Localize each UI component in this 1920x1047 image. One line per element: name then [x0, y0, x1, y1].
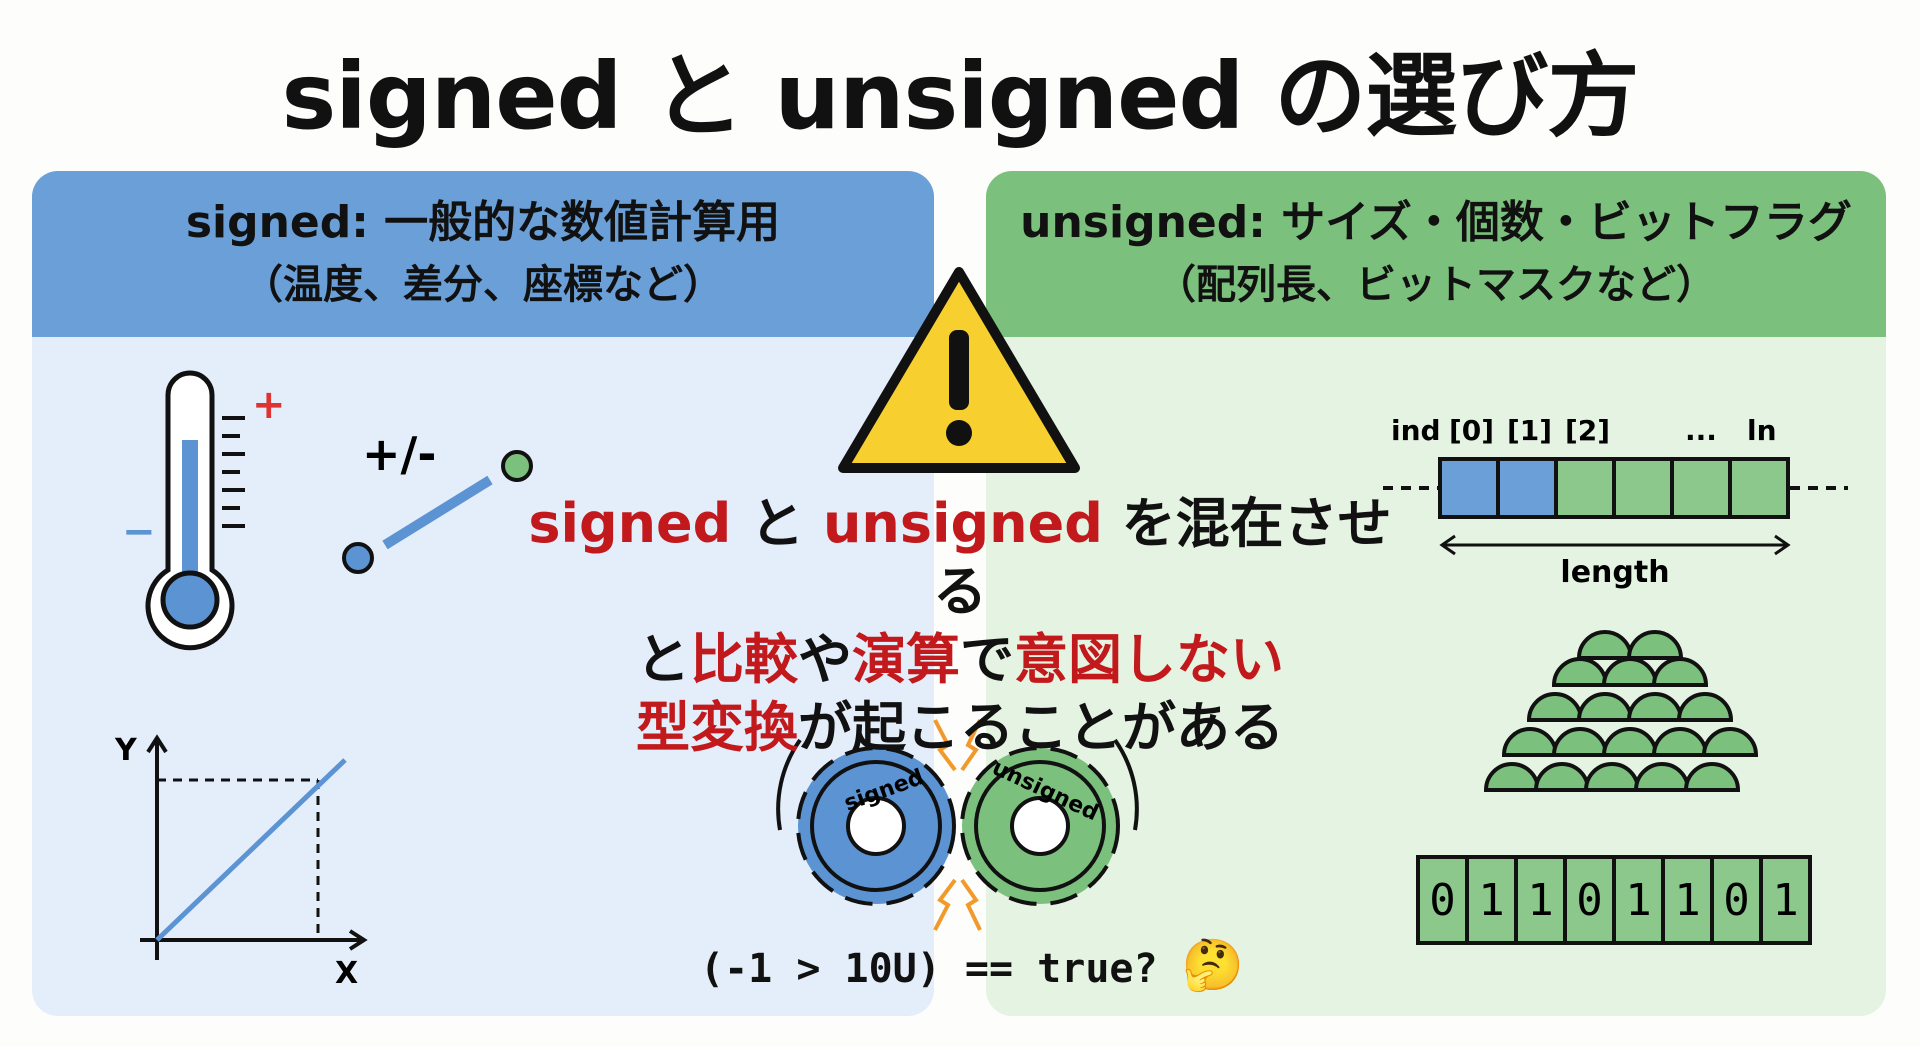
warning-icon — [838, 267, 1080, 473]
coin — [1526, 692, 1584, 722]
message-segment: や — [798, 628, 852, 691]
bit-cell — [1465, 855, 1518, 945]
plusminus-label: +/- — [362, 427, 436, 481]
message-segment: と — [731, 492, 823, 555]
coin — [1601, 657, 1659, 687]
coin — [1601, 727, 1659, 757]
signed-header: signed: 一般的な数値計算用 （温度、差分、座標など） — [32, 171, 934, 337]
message-segment: と — [636, 628, 690, 691]
signed-subheading: （温度、差分、座標など） — [243, 262, 723, 308]
coin — [1551, 657, 1609, 687]
axis-x-label: X — [335, 956, 358, 991]
comparison-formula: (-1 > 10U) == true? 🤔 — [700, 936, 1244, 995]
bit-value: 1 — [1527, 875, 1554, 926]
thermometer-icon — [145, 370, 245, 651]
coin — [1676, 692, 1734, 722]
warning-message: signed と unsigned を混在させる と比較や演算で意図しない 型変… — [520, 490, 1400, 762]
message-segment: 意図しない — [1014, 628, 1284, 691]
bit-value: 0 — [1723, 875, 1750, 926]
warning-line-2: と比較や演算で意図しない — [520, 626, 1400, 694]
svg-text:[0]: [0] — [1449, 414, 1494, 447]
warning-line-3: 型変換が起こることがある — [520, 694, 1400, 762]
coin — [1633, 762, 1691, 792]
svg-text:ind: ind — [1391, 414, 1441, 447]
thermo-plus: + — [252, 382, 286, 428]
bit-value: 1 — [1674, 875, 1701, 926]
bit-cell — [1416, 855, 1469, 945]
unsigned-subheading: （配列長、ビットマスクなど） — [1156, 262, 1716, 308]
message-segment: が起こることがある — [798, 696, 1284, 759]
bit-value: 1 — [1625, 875, 1652, 926]
svg-text:ln: ln — [1747, 414, 1777, 447]
spark-icon — [933, 719, 982, 931]
bit-value: 1 — [1772, 875, 1799, 926]
message-segment: 型変換 — [636, 696, 798, 759]
xy-graph-icon — [140, 734, 368, 960]
array-diagram — [1383, 457, 1848, 556]
coin — [1576, 630, 1634, 660]
coin — [1651, 657, 1709, 687]
message-segment: を混在させる — [933, 492, 1392, 623]
coin — [1576, 692, 1634, 722]
signed-gear-icon — [796, 746, 956, 906]
coin — [1683, 762, 1741, 792]
coin — [1501, 727, 1559, 757]
axis-y-label: Y — [114, 733, 138, 768]
warning-line-1: signed と unsigned を混在させる — [520, 490, 1400, 626]
bit-value: 0 — [1429, 875, 1456, 926]
svg-text:...: ... — [1685, 414, 1717, 447]
difference-arrow-icon — [342, 450, 533, 574]
thinking-emoji-icon: 🤔 — [1181, 936, 1244, 994]
coin — [1626, 692, 1684, 722]
coin — [1551, 727, 1609, 757]
unsigned-heading: unsigned: サイズ・個数・ビットフラグ — [1020, 197, 1852, 248]
coin — [1483, 762, 1541, 792]
signed-heading: signed: 一般的な数値計算用 — [185, 197, 781, 248]
message-segment: 演算 — [852, 628, 960, 691]
message-segment: 比較 — [690, 628, 798, 691]
page-title: signed と unsigned の選び方 — [281, 43, 1640, 150]
coin — [1583, 762, 1641, 792]
coin — [1533, 762, 1591, 792]
unsigned-header: unsigned: サイズ・個数・ビットフラグ （配列長、ビットマスクなど） — [986, 171, 1886, 337]
message-segment: signed — [528, 492, 732, 555]
thermo-minus: − — [122, 509, 156, 555]
length-label: length — [1560, 555, 1669, 590]
motion-lines-icon — [776, 738, 1139, 831]
svg-text:[2]: [2] — [1565, 414, 1610, 447]
bit-cell — [1514, 855, 1567, 945]
coin — [1651, 727, 1709, 757]
bit-cell — [1759, 855, 1812, 945]
coin — [1626, 630, 1684, 660]
array-labels: ind [0] [1] [2] ... ln — [1391, 414, 1777, 447]
unsigned-gear-icon — [960, 746, 1120, 906]
formula-text: (-1 > 10U) == true? — [700, 946, 1158, 992]
bit-value: 0 — [1576, 875, 1603, 926]
bit-value: 1 — [1478, 875, 1505, 926]
coin — [1701, 727, 1759, 757]
message-segment: unsigned — [822, 492, 1103, 555]
message-segment: で — [960, 628, 1014, 691]
svg-text:[1]: [1] — [1507, 414, 1552, 447]
coin-pile-icon — [1483, 630, 1759, 792]
signed-panel: signed: 一般的な数値計算用 （温度、差分、座標など） — [32, 171, 934, 1016]
